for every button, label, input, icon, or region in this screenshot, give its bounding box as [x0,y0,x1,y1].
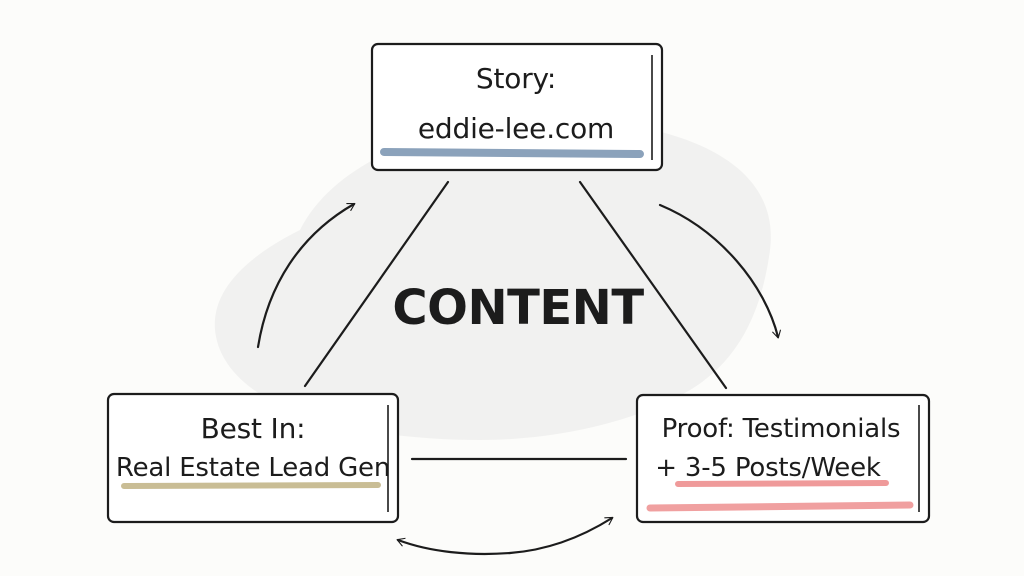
node-proof-highlight-1 [675,480,889,487]
node-best-in: Best In: Real Estate Lead Gen [106,392,400,524]
cycle-arrow-bottom-left [396,537,512,556]
center-label: CONTENT [392,280,644,336]
node-best-in-highlight [121,482,381,489]
node-story-highlight [380,148,644,158]
node-story-label: Story: [476,62,556,95]
node-story-box [370,42,664,172]
cycle-arrow-left [256,202,356,349]
node-proof-box [635,393,931,524]
node-best-in-box [106,392,400,524]
node-best-in-value: Real Estate Lead Gen [116,453,390,483]
node-proof: Proof: Testimonials + 3-5 Posts/Week [635,393,931,524]
node-proof-highlight-2 [646,501,914,512]
node-proof-value: + 3-5 Posts/Week [655,453,881,483]
node-proof-label: Proof: Testimonials [662,414,901,444]
cycle-arrow-bottom-right [508,516,614,555]
node-best-in-label: Best In: [201,412,306,445]
cycle-arrow-right [658,203,781,339]
connector-story-proof [578,180,728,390]
connector-story-bestin [303,180,450,388]
node-story: Story: eddie-lee.com [370,42,664,172]
node-story-url: eddie-lee.com [418,112,614,145]
background-blob [214,118,771,441]
